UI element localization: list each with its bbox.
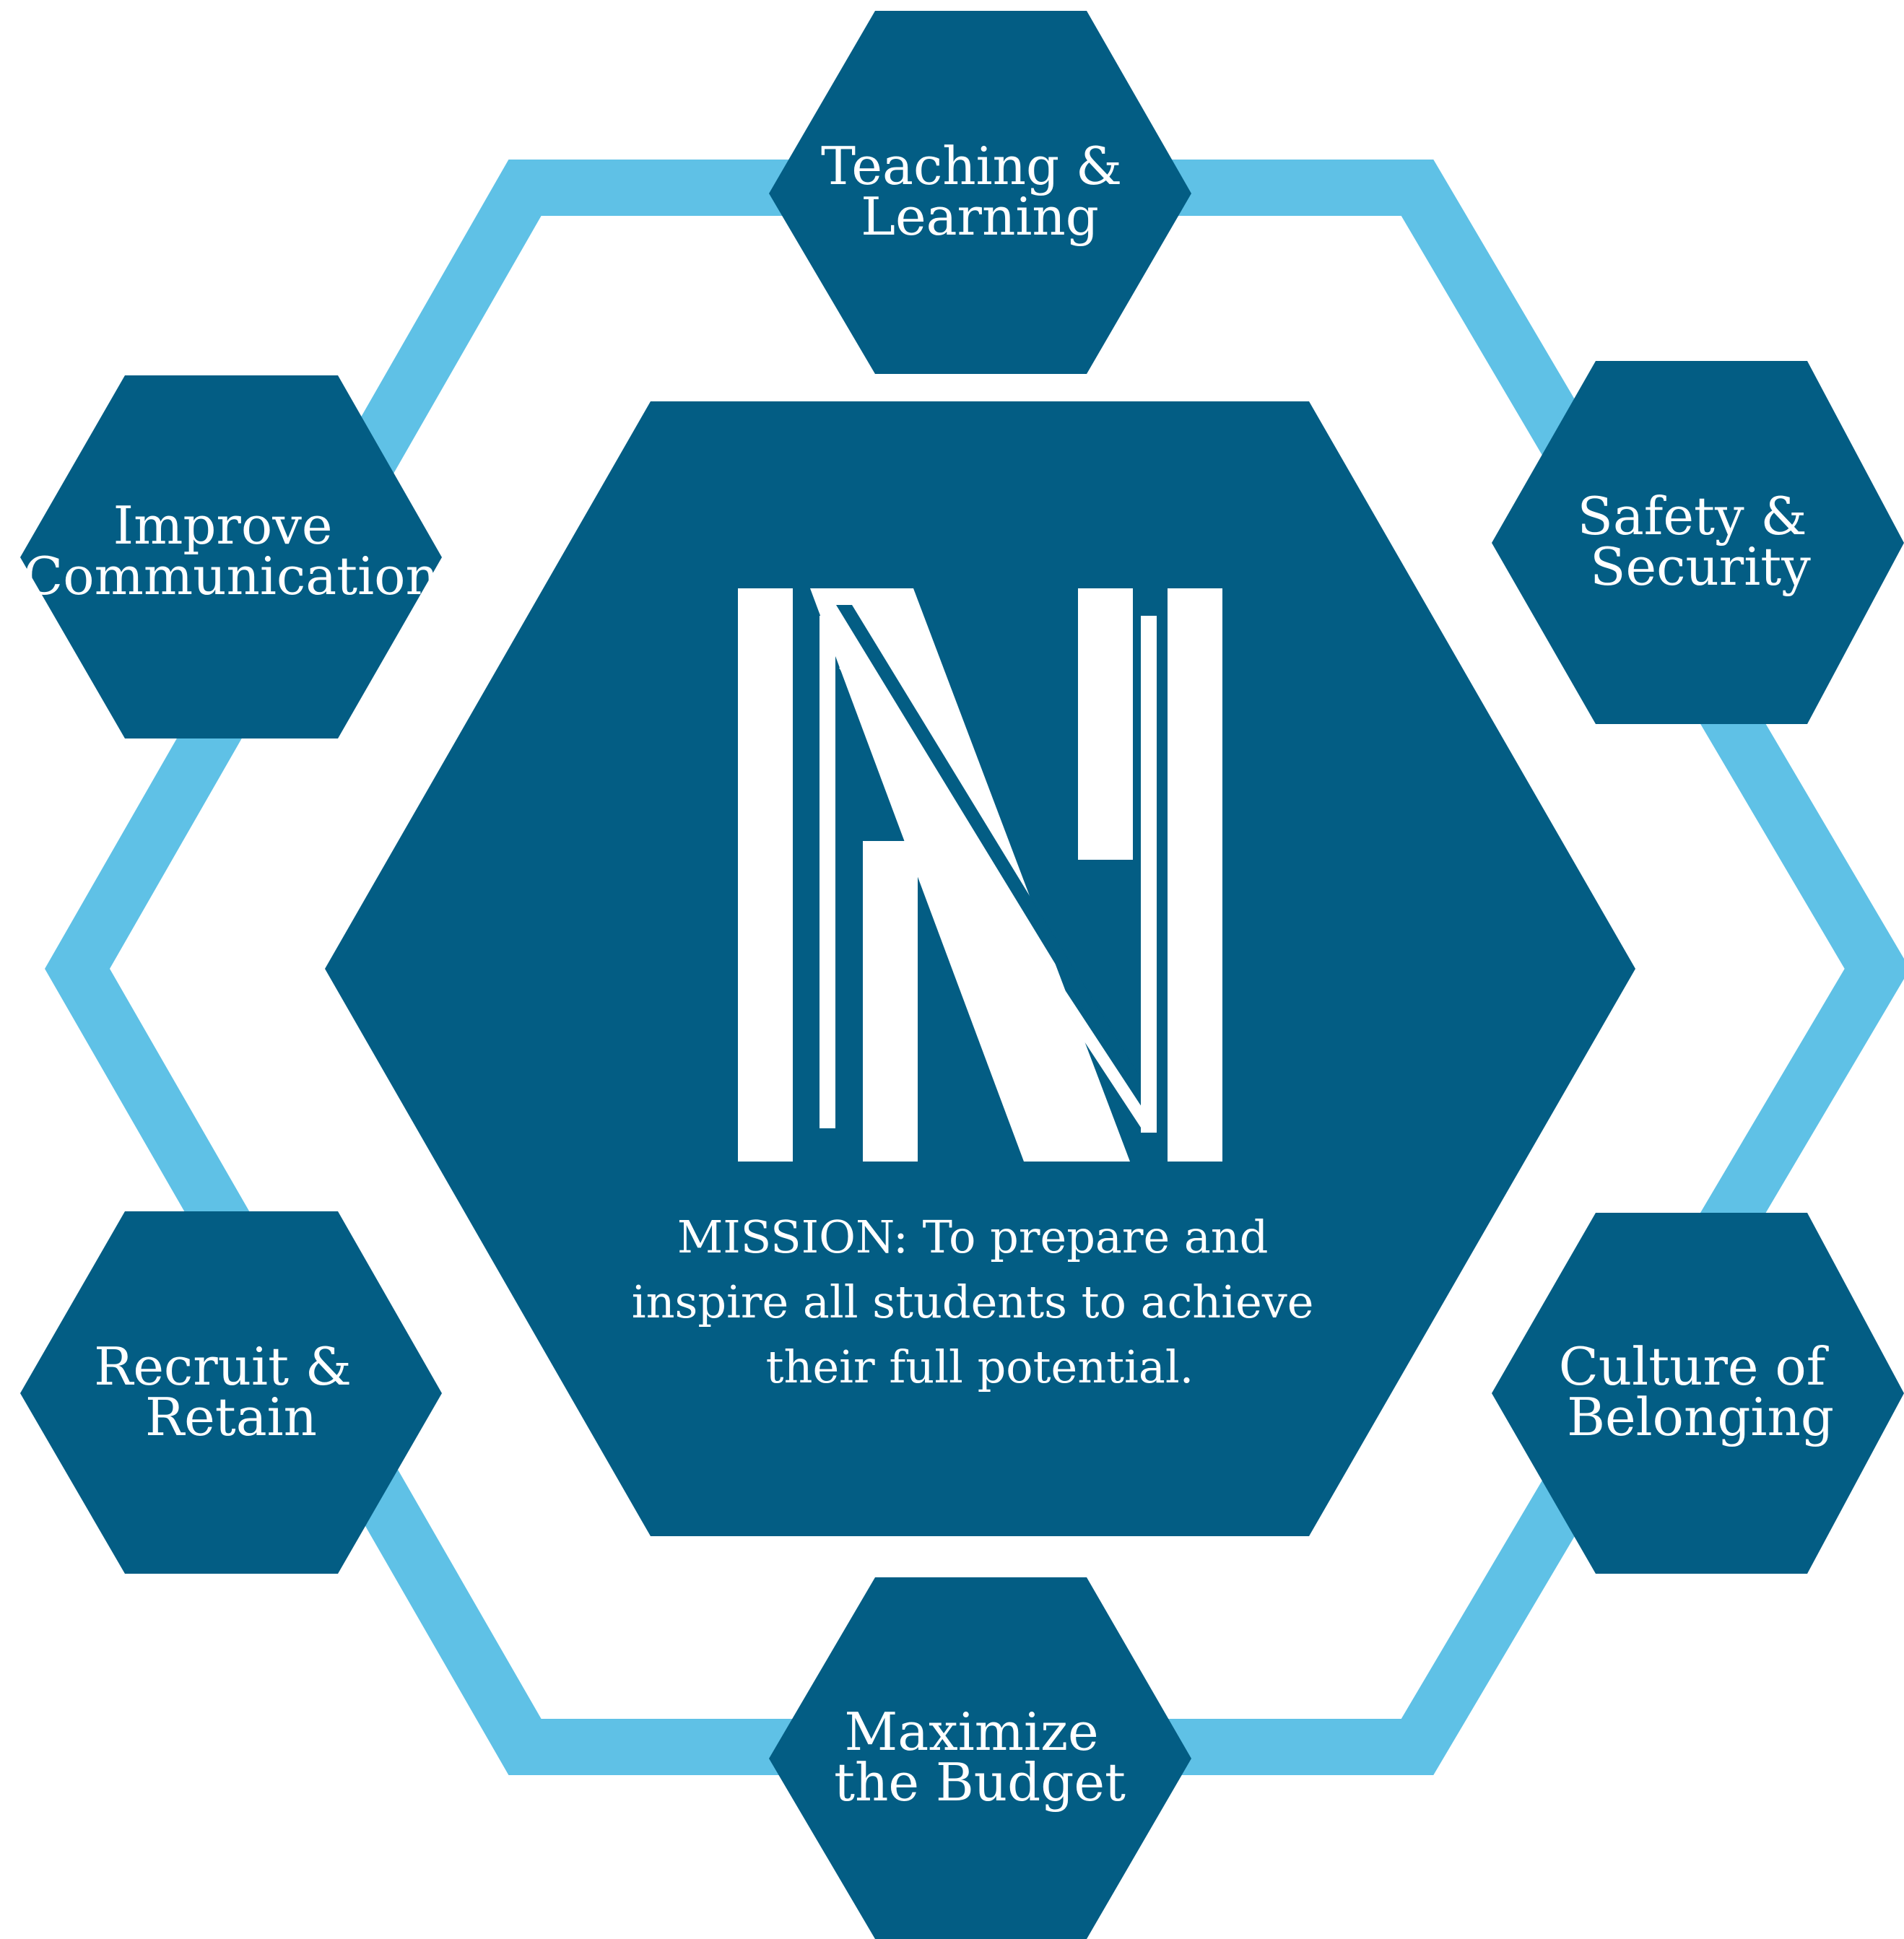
pillar-maximize-the-budget-shape [769, 1577, 1191, 1939]
pillar-safety-security: Safety & Security [1492, 361, 1904, 724]
pillar-recruit-retain-label: Recruit & Retain [94, 1336, 368, 1447]
pillar-culture-of-belonging-shape [1492, 1213, 1904, 1574]
pillar-recruit-retain-shape [20, 1211, 442, 1574]
pillar-improve-communication: Improve Communication [20, 375, 442, 738]
mission-line-1: MISSION: To prepare and [677, 1211, 1269, 1263]
mission-line-2: inspire all students to achieve [632, 1276, 1314, 1328]
pillar-safety-security-label: Safety & Security [1578, 486, 1824, 597]
pillar-improve-communication-shape [20, 375, 442, 738]
connector-ring [45, 160, 1904, 1775]
mission-line-3: their full potential. [766, 1341, 1194, 1393]
pillar-culture-of-belonging-label: Culture of Belonging [1559, 1336, 1843, 1447]
pillar-teaching-learning-label: Teaching & Learning [821, 136, 1139, 247]
mission-statement: MISSION: To prepare and inspire all stud… [632, 1211, 1328, 1393]
pillar-recruit-retain: Recruit & Retain [20, 1211, 442, 1574]
mission-hexagon: MISSION: To prepare and inspire all stud… [325, 401, 1635, 1536]
pillar-improve-communication-label: Improve Communication [23, 495, 439, 606]
pillar-teaching-learning-shape [769, 11, 1191, 374]
pillar-maximize-the-budget-label: Maximize the Budget [834, 1701, 1126, 1813]
n-monogram-icon [738, 588, 1222, 1162]
pillar-safety-security-shape [1492, 361, 1904, 724]
pillar-culture-of-belonging: Culture of Belonging [1492, 1213, 1904, 1574]
pillar-teaching-learning: Teaching & Learning [769, 11, 1191, 374]
pillar-maximize-the-budget: Maximize the Budget [769, 1577, 1191, 1939]
